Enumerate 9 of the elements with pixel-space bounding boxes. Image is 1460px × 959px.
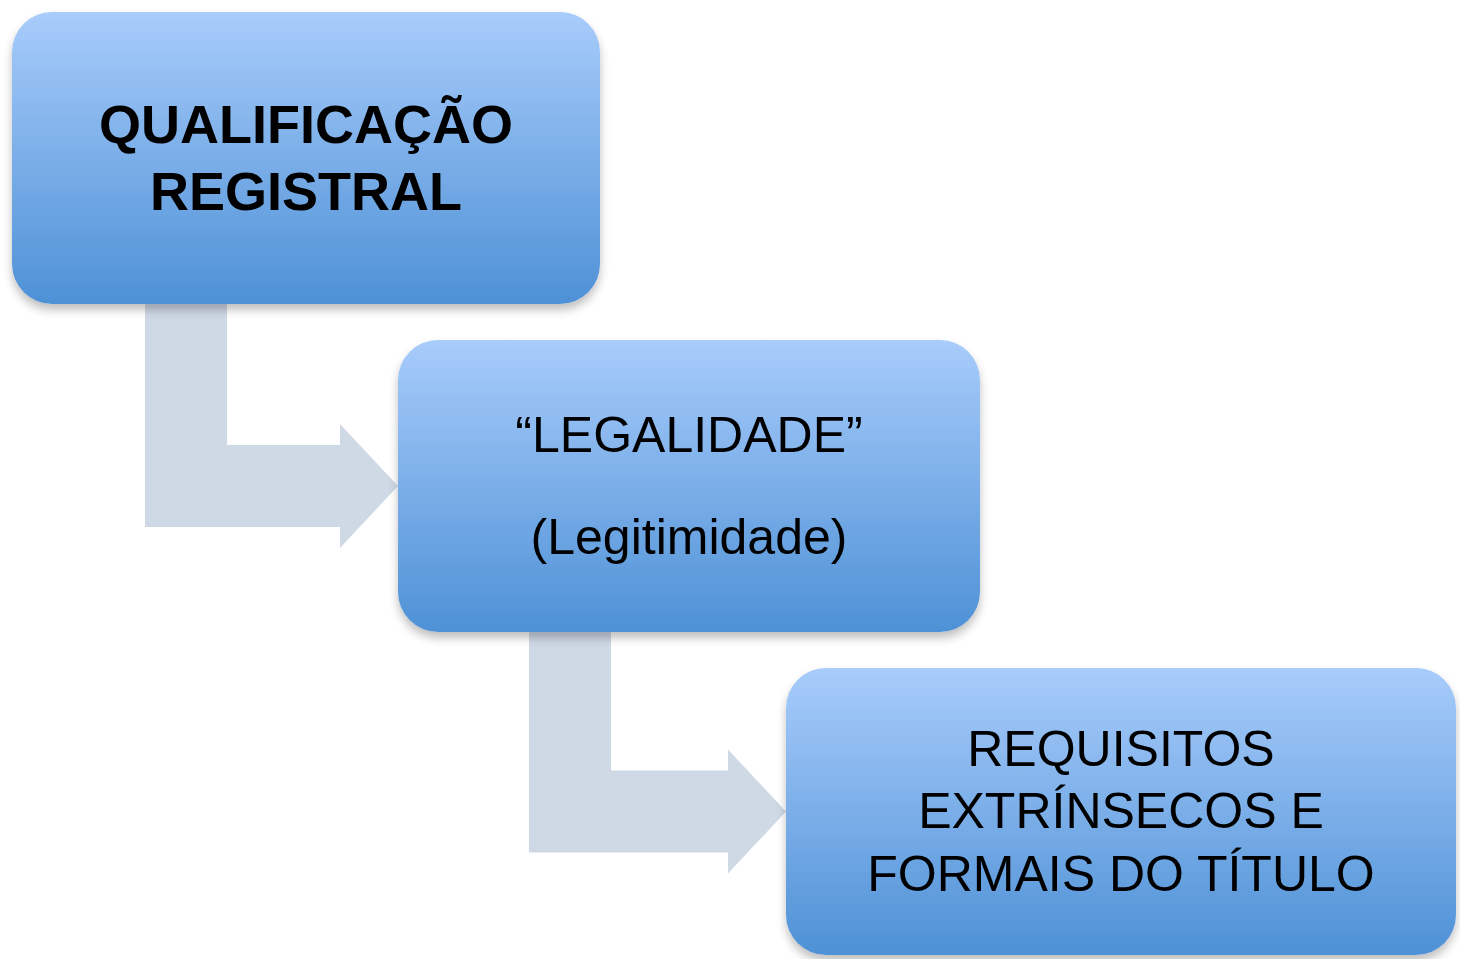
process-box xyxy=(786,668,1456,955)
box-label: QUALIFICAÇÃO REGISTRAL xyxy=(98,92,514,223)
process-box xyxy=(398,340,980,632)
box-label: (Legitimidade) xyxy=(530,508,848,567)
box-label: “LEGALIDADE” xyxy=(515,405,863,465)
bent-arrow xyxy=(145,304,398,548)
box-label: REQUISITOS EXTRÍNSECOS E FORMAIS DO TÍTULO xyxy=(866,719,1376,904)
bent-arrow xyxy=(529,632,786,874)
process-box xyxy=(12,12,600,304)
